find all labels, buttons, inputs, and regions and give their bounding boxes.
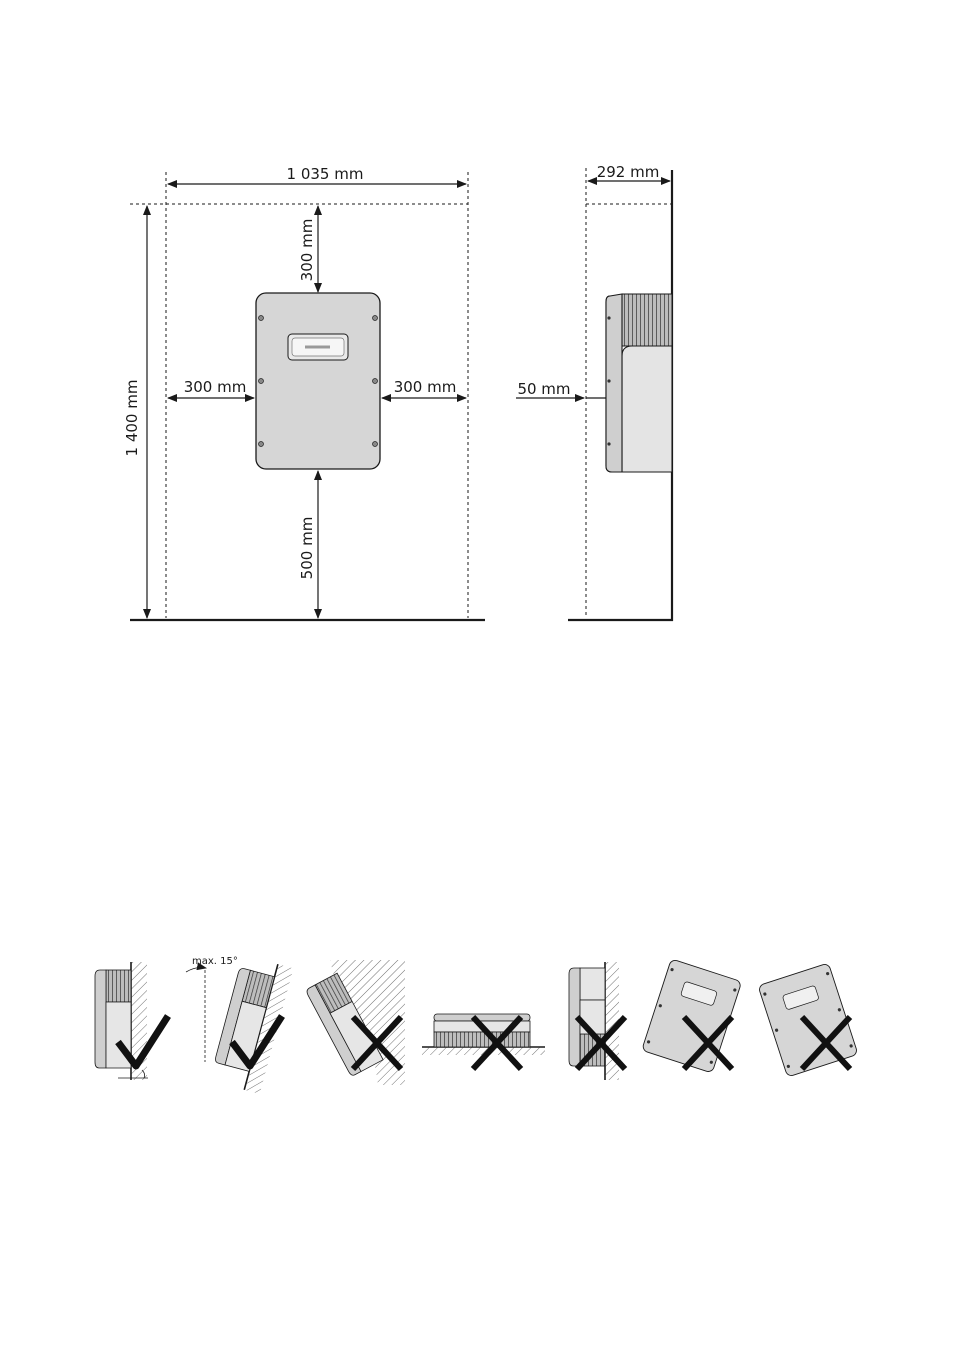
side-clearance-diagram: 292 mm 50 mm — [516, 163, 674, 622]
depth-label: 292 mm — [597, 163, 660, 181]
top-clearance-label: 300 mm — [298, 219, 316, 282]
mounting-position-7 — [759, 964, 857, 1076]
wall-gap-label: 50 mm — [517, 380, 570, 398]
inverter-front-view — [255, 292, 381, 470]
inverter-side-view — [605, 293, 673, 473]
tilt-limit-label: max. 15° — [192, 956, 238, 967]
bottom-clearance-label: 500 mm — [298, 517, 316, 580]
front-clearance-diagram: 1 035 mm 1 400 mm 300 mm 500 mm 300 mm 3… — [123, 165, 485, 622]
cross-mark-icon — [574, 1014, 628, 1072]
mounting-position-1 — [94, 962, 171, 1080]
mounting-positions-row: max. 15° — [94, 956, 857, 1094]
left-clearance-label: 300 mm — [184, 378, 247, 396]
cross-mark-icon — [350, 1014, 404, 1072]
right-clearance-label: 300 mm — [394, 378, 457, 396]
mounting-position-6 — [642, 959, 741, 1072]
check-mark-icon — [115, 1014, 171, 1070]
mounting-position-5 — [568, 962, 628, 1080]
cross-mark-icon — [470, 1014, 524, 1072]
cross-mark-icon — [799, 1014, 853, 1072]
height-label: 1 400 mm — [123, 380, 141, 457]
mounting-position-3 — [306, 960, 405, 1085]
mounting-position-2: max. 15° — [185, 956, 294, 1094]
width-label: 1 035 mm — [287, 165, 364, 183]
check-mark-icon — [229, 1014, 285, 1070]
mounting-position-4 — [422, 1013, 545, 1072]
cross-mark-icon — [681, 1014, 735, 1072]
